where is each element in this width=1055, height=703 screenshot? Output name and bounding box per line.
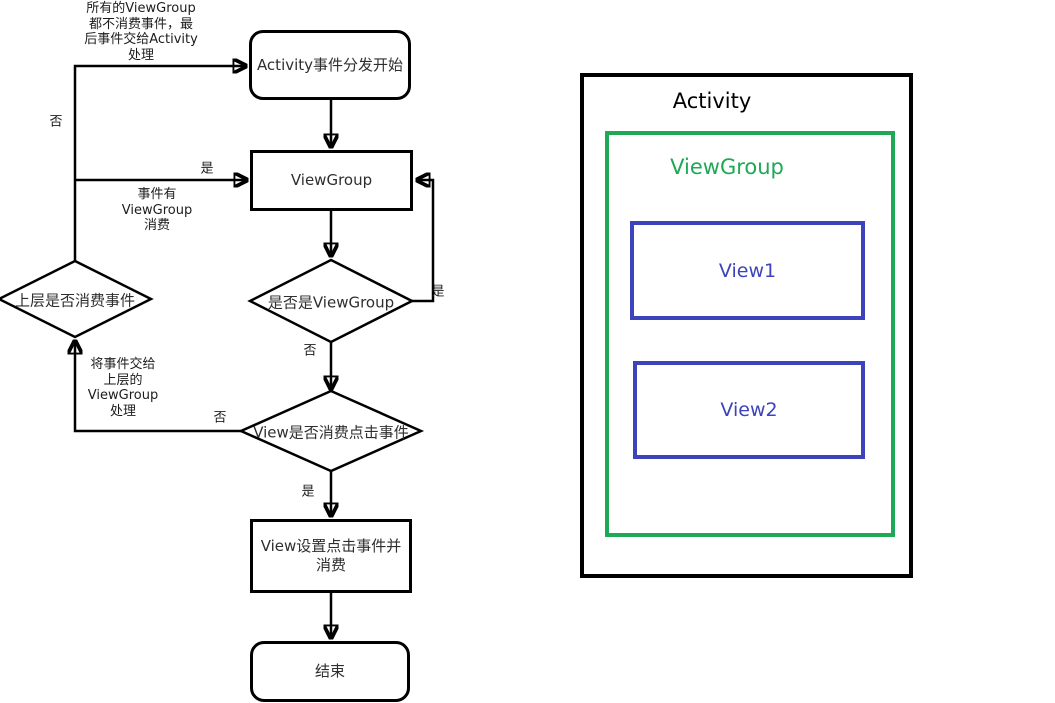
viewgroup-container-label: ViewGroup xyxy=(670,155,784,179)
edge-label-yes-down-bottom: 是 xyxy=(301,484,315,500)
consume-note: 事件有 ViewGroup 消费 xyxy=(121,187,193,233)
view2-label: View2 xyxy=(720,399,778,421)
edge-label-no-top: 否 xyxy=(49,114,63,130)
edge-label-yes-to-viewgroup: 是 xyxy=(200,161,214,177)
is-viewgroup-diamond xyxy=(247,258,415,344)
edge-label-no-left-bottom: 否 xyxy=(213,410,227,426)
view-consume-diamond-label: View是否消费点击事件 xyxy=(253,423,409,442)
connector-no-to-upper-decision xyxy=(75,341,241,433)
view1-label: View1 xyxy=(718,259,777,282)
end-node: 结束 xyxy=(250,641,410,702)
view2-box: View2 xyxy=(633,361,865,459)
handover-note: 将事件交给 上层的 ViewGroup 处理 xyxy=(87,357,159,419)
connector-no-to-start xyxy=(73,66,246,261)
upper-consume-diamond xyxy=(0,259,154,339)
view-consume-diamond xyxy=(237,389,425,473)
edge-label-yes-loop: 是 xyxy=(431,284,445,300)
is-viewgroup-diamond-label: 是否是ViewGroup xyxy=(267,293,395,312)
viewgroup-node: ViewGroup xyxy=(250,150,413,211)
view-set-click-node: View设置点击事件并消费 xyxy=(250,519,412,593)
edge-label-no-down-right: 否 xyxy=(303,343,317,359)
connector-yes-loop xyxy=(412,180,435,303)
upper-consume-diamond-label: 上层是否消费事件 xyxy=(14,291,136,310)
start-node: Activity事件分发开始 xyxy=(249,30,411,100)
view1-box: View1 xyxy=(630,221,865,320)
activity-container-label: Activity xyxy=(672,89,752,113)
viewgroup-container-box xyxy=(605,131,895,537)
top-annotation: 所有的ViewGroup 都不消费事件，最 后事件交给Activity 处理 xyxy=(84,1,198,63)
